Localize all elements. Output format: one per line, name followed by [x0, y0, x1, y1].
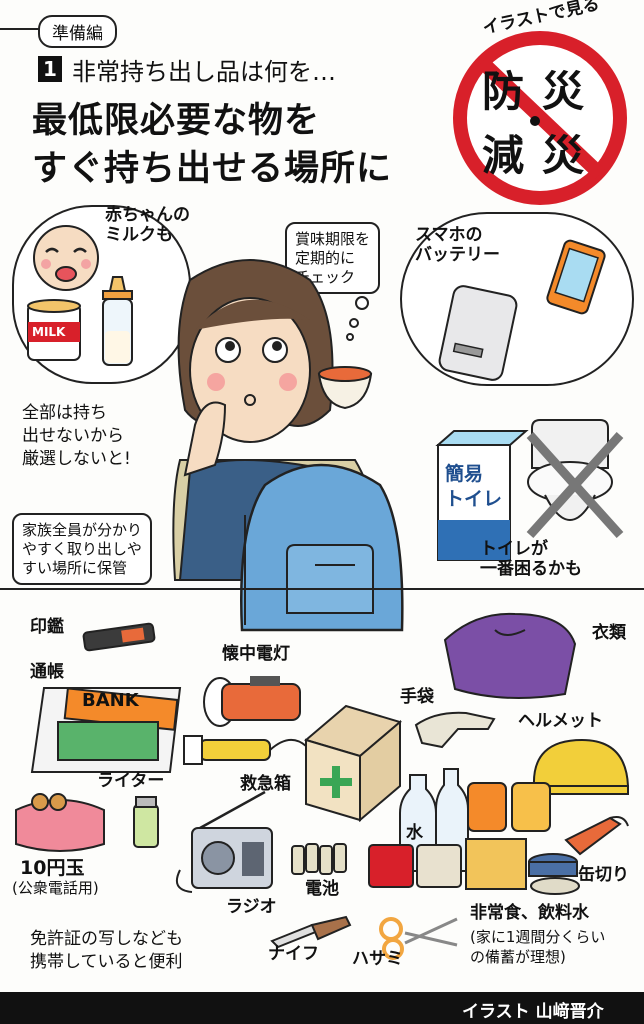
thought-bubble-battery [400, 212, 634, 386]
baby-face-icon [33, 225, 99, 291]
batteries-label: 電池 [305, 879, 339, 899]
water-bottle-text: 水 [406, 823, 423, 843]
series-label: 準備編 [38, 15, 117, 48]
clothes-label: 衣類 [592, 623, 626, 643]
food-water-label: 非常食、飲料水 [470, 903, 589, 923]
scissors-icon [379, 917, 458, 960]
bank-card-text: BANK [82, 690, 139, 711]
knife-icon [270, 915, 352, 949]
credit-text: イラスト 山﨑晋介 [462, 1002, 604, 1022]
badge-char-1: 防 [482, 67, 525, 116]
table-edge [0, 588, 644, 590]
toilet-box-label: 簡易 トイレ [445, 463, 503, 510]
badge-circle-icon [453, 31, 627, 205]
food-cans-icon [465, 782, 551, 890]
badge-dot [530, 116, 540, 126]
lighter-label: ライター [97, 771, 165, 791]
milk-can-label: MILK [32, 325, 66, 339]
scissors-label: ハサミ [352, 949, 403, 969]
flashlight-label: 懐中電灯 [222, 644, 290, 664]
torch-icon [183, 735, 307, 765]
badge-char-4: 災 [542, 131, 585, 180]
gloves-icon [414, 711, 496, 749]
seal-label: 印鑑 [30, 617, 64, 637]
first-aid-box-icon [303, 704, 403, 823]
canned-food-icon [368, 844, 462, 888]
choose-callout: 全部は持ち 出せないから 厳選しないと! [22, 403, 131, 469]
toilet-box-icon [435, 430, 529, 561]
flashlight-icon [203, 676, 301, 727]
headline-line-1: 最低限必要な物を [32, 101, 321, 141]
radio-label: ラジオ [226, 897, 277, 917]
credit-bar [0, 992, 644, 1024]
can-opener-icon [564, 816, 629, 856]
bankbook-bag-icon [30, 687, 182, 773]
can-opener-label: 缶切り [578, 865, 629, 885]
radio-icon [176, 790, 273, 893]
coin-note: (公衆電話用) [12, 879, 99, 897]
backpack-icon [239, 463, 404, 632]
baby-bottle-icon [102, 276, 133, 366]
coin-purse-icon [15, 793, 105, 852]
milk-can-icon [27, 299, 81, 361]
badge-char-2: 災 [542, 67, 585, 116]
bankbook-label: 通帳 [30, 662, 64, 682]
expiry-callout: 賞味期限を 定期的に チェック [285, 222, 381, 295]
toilet-worry-callout: トイレが 一番困るかも [480, 539, 582, 579]
smartphone-icon [546, 239, 606, 315]
header-rule [0, 28, 40, 30]
clothes-icon [443, 612, 577, 699]
lighter-icon [133, 796, 159, 848]
knife-label: ナイフ [268, 944, 319, 964]
license-note: 免許証の写しなども 携帯していると便利 [30, 929, 183, 972]
gloves-label: 手袋 [400, 687, 434, 707]
phone-battery-callout: スマホの バッテリー [415, 225, 500, 265]
baby-milk-callout: 赤ちゃんの ミルクも [105, 205, 190, 245]
food-bowl-icon [317, 366, 373, 410]
coin-label: 10円玉 [20, 857, 85, 879]
storage-callout: 家族全員が分かり やすく取り出しや すい場所に保管 [12, 513, 153, 586]
question-text: 非常持ち出し品は何を… [72, 58, 336, 86]
first-aid-label: 救急箱 [240, 774, 291, 794]
tuna-cans-icon [528, 853, 580, 895]
helmet-icon [525, 738, 630, 795]
power-bank-icon [438, 285, 518, 381]
headline-line-2: すぐ持ち出せる場所に [32, 149, 393, 189]
number-badge: 1 [38, 56, 62, 82]
batteries-icon [291, 843, 347, 875]
badge-char-3: 減 [482, 131, 525, 180]
thought-dots-icon [346, 296, 369, 341]
helmet-label: ヘルメット [518, 711, 603, 731]
food-note: (家に1週間分くらい の備蓄が理想) [470, 928, 606, 966]
seal-icon [82, 622, 156, 652]
toilet-crossed-icon [526, 419, 624, 539]
